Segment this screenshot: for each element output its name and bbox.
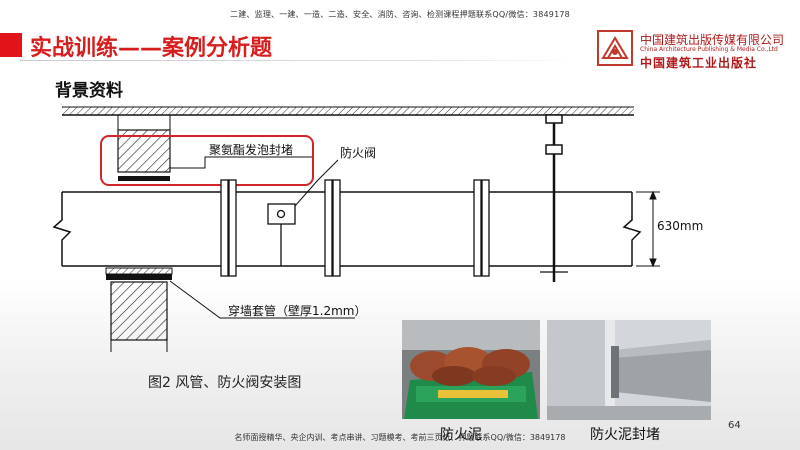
page-number: 64 xyxy=(728,420,741,431)
title-underline xyxy=(20,60,580,61)
foam-seal-highlight xyxy=(100,135,314,186)
title-accent-bar xyxy=(0,33,22,57)
dimension-line xyxy=(636,190,660,268)
slide-title: 实战训练——案例分析题 xyxy=(30,36,273,61)
upper-wall xyxy=(117,115,171,181)
wall-sleeve-label: 穿墙套管（壁厚1.2mm） xyxy=(228,304,367,318)
fire-mud-seal-photo xyxy=(547,320,711,420)
ceiling-slab xyxy=(62,106,634,116)
duct xyxy=(52,191,642,267)
photo1-caption: 防火泥 xyxy=(440,427,482,443)
publisher-logo-icon xyxy=(597,30,633,66)
leader-lines xyxy=(169,156,355,319)
duct-flanges xyxy=(220,179,490,277)
dimension-label: 630mm xyxy=(657,219,704,233)
section-subtitle: 背景资料 xyxy=(55,81,123,101)
fire-mud-photo xyxy=(402,320,540,419)
lower-wall xyxy=(105,267,173,352)
fire-damper-actuator xyxy=(267,203,296,266)
publisher-name-cn: 中国建筑出版传媒有限公司 xyxy=(640,33,785,47)
publisher-name-cn-2: 中国建筑工业出版社 xyxy=(640,56,758,70)
hanger-rod xyxy=(540,114,568,282)
figure-caption: 图2 风管、防火阀安装图 xyxy=(148,375,302,391)
photo2-caption: 防火泥封堵 xyxy=(590,427,660,443)
fire-damper-label: 防火阀 xyxy=(340,146,377,160)
publisher-name-en: China Architecture Publishing & Media Co… xyxy=(640,46,778,53)
foam-seal-label: 聚氨酯发泡封堵 xyxy=(209,143,294,157)
top-notice: 二建、监理、一建、一造、二造、安全、消防、咨询、检测课程押题联系QQ/微信：38… xyxy=(230,10,570,19)
bottom-notice: 名师面授精华、央企内训、考点串讲、习题模考、考前三页纸、押题联系QQ/微信：38… xyxy=(234,433,566,442)
